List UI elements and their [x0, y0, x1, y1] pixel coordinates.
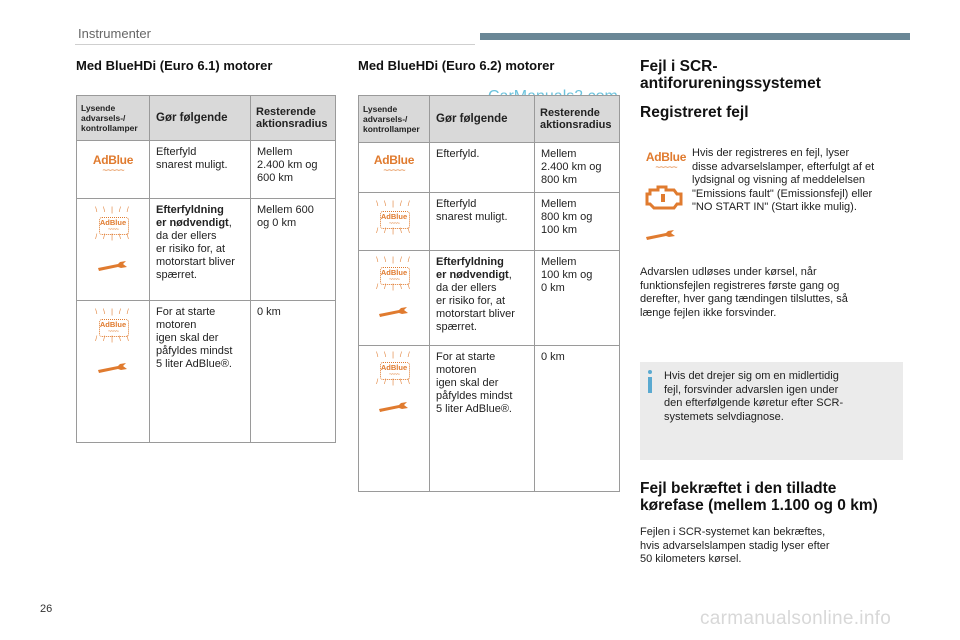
right-subtitle: Registreret fejl	[640, 104, 749, 121]
wrench-icon	[98, 261, 127, 271]
wrench-icon	[379, 307, 408, 317]
section-header: Instrumenter	[78, 26, 151, 41]
info-icon	[648, 370, 652, 394]
table1-header-action: Gør følgende	[149, 95, 251, 141]
adblue-icon: AdBlue~~~~~	[373, 153, 415, 175]
adblue-flashing-icon: \ \ | / /AdBlue~~~~/ / | \ \	[376, 352, 412, 386]
table-row: \ \ | / /AdBlue~~~~/ / | \ \ Efterfyldni…	[358, 250, 620, 346]
table-row: \ \ | / /AdBlue~~~~/ / | \ \ Efterfyldni…	[76, 198, 336, 301]
adblue-flashing-icon: \ \ | / /AdBlue~~~~/ / | \ \	[376, 257, 412, 291]
table-row: \ \ | / /AdBlue~~~~/ / | \ \ For at star…	[358, 345, 620, 492]
adblue-flashing-icon: \ \ | / /AdBlue~~~~/ / | \ \	[376, 201, 412, 235]
table1-title: Med BlueHDi (Euro 6.1) motorer	[76, 58, 273, 73]
header-divider	[75, 44, 475, 45]
warning-icons: AdBlue~~~~~	[644, 150, 692, 248]
adblue-icon: AdBlue~~~~~	[92, 153, 134, 175]
table2-title: Med BlueHDi (Euro 6.2) motorer	[358, 58, 555, 73]
header-accent-bar	[480, 33, 910, 40]
page-number: 26	[40, 603, 53, 615]
adblue-flashing-icon: \ \ | / /AdBlue~~~~/ / | \ \	[95, 309, 131, 343]
wrench-icon	[98, 363, 127, 373]
engine-icon	[645, 185, 683, 210]
wrench-icon	[646, 230, 675, 240]
table2-header-action: Gør følgende	[429, 95, 535, 143]
paragraph-confirmed: Fejlen i SCR-systemet kan bekræftes,hvis…	[640, 526, 830, 565]
adblue-flashing-icon: \ \ | / /AdBlue~~~~/ / | \ \	[95, 207, 131, 241]
adblue-icon: AdBlue~~~~~	[645, 150, 687, 172]
wrench-icon	[379, 402, 408, 412]
right-title: Fejl i SCR-antiforureningssystemet	[640, 58, 821, 92]
footer-watermark: carmanualsonline.info	[700, 608, 892, 629]
table-row: \ \ | / /AdBlue~~~~/ / | \ \ For at star…	[76, 300, 336, 443]
